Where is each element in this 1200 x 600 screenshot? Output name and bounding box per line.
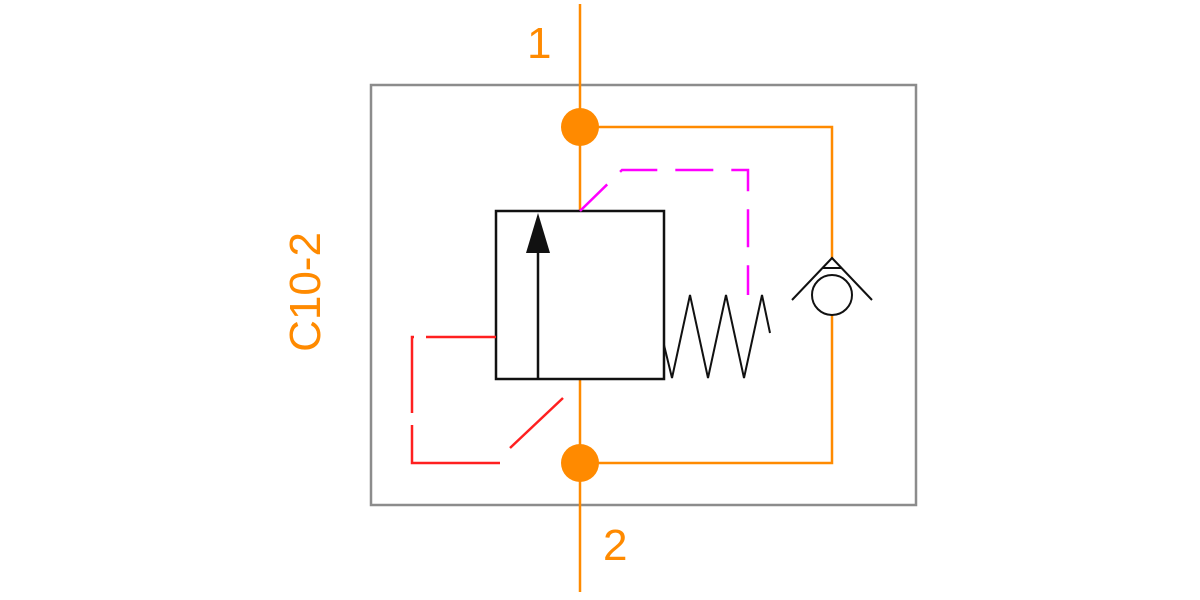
cartridge-body-outline [369, 83, 918, 507]
bypass-line [580, 125, 834, 258]
check-valve-icon [791, 256, 873, 316]
port-2-label: 2 [603, 521, 628, 570]
junction-bottom-node [561, 444, 599, 482]
port-1-label: 1 [527, 19, 552, 68]
model-label: C10-2 [281, 232, 330, 352]
bypass-line-return [580, 315, 834, 465]
pilot-line-top [579, 168, 750, 295]
flow-arrow-icon [526, 213, 550, 253]
junction-top-node [561, 108, 599, 146]
spool-valve-envelope [494, 209, 666, 381]
pilot-line-bottom-diagonal [509, 397, 564, 449]
pilot-line-bottom [410, 335, 500, 465]
spring-icon [663, 294, 771, 379]
